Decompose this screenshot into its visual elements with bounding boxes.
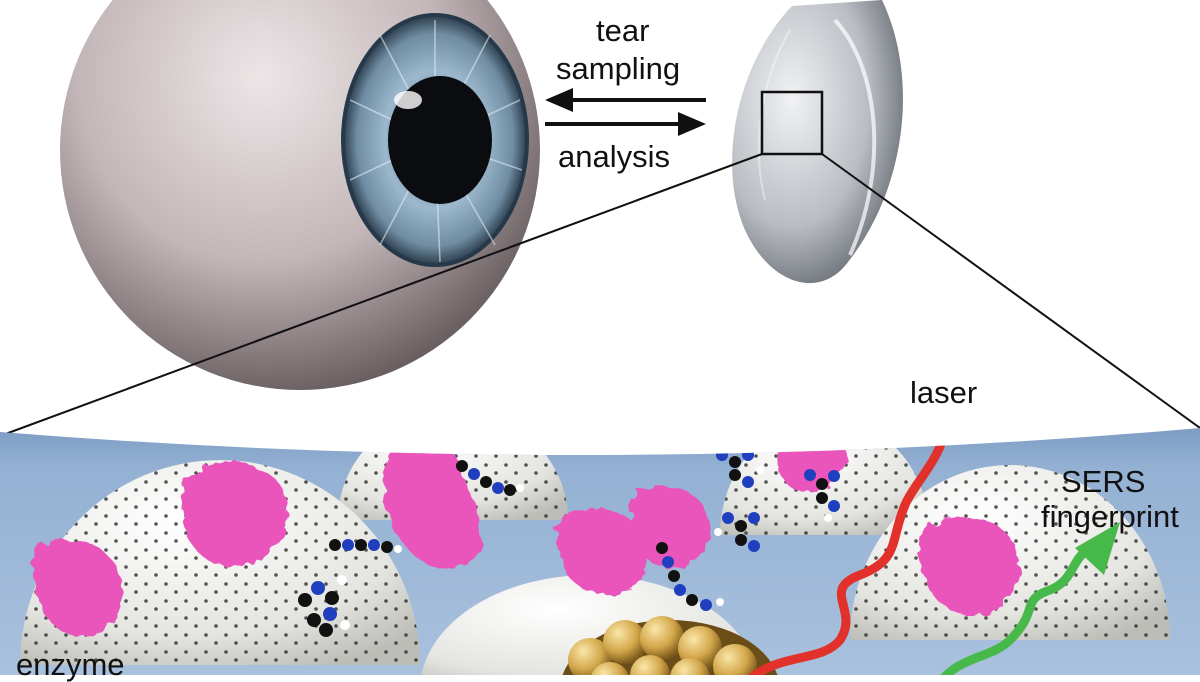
analyte-molecule xyxy=(456,460,524,496)
zoom-box xyxy=(760,90,824,156)
enzyme-molecule xyxy=(919,516,1020,615)
sampling-label: sampling xyxy=(556,51,681,86)
gold-nanoparticle-dome xyxy=(420,575,780,675)
sampling-arrow xyxy=(545,88,706,112)
magnified-surface xyxy=(0,428,1200,675)
analyte-molecule xyxy=(714,512,760,552)
analyte-molecule xyxy=(329,539,402,553)
analyte-molecule xyxy=(656,542,724,611)
tear-label: tear xyxy=(596,13,650,48)
enzyme-molecule xyxy=(556,508,649,595)
sers-label: SERS xyxy=(1061,464,1146,499)
enzyme-molecule xyxy=(630,486,710,569)
laser-beam xyxy=(735,428,949,675)
fingerprint-label: fingerprint xyxy=(1041,499,1179,534)
analyte-molecule xyxy=(804,469,840,522)
laser-label: laser xyxy=(910,375,978,410)
eyeball-icon xyxy=(60,0,540,390)
enzyme-label: enzyme xyxy=(16,647,125,682)
analysis-arrow xyxy=(545,112,706,136)
analysis-label: analysis xyxy=(558,139,670,174)
sers-arrowhead xyxy=(1075,522,1120,575)
enzyme-molecule xyxy=(32,538,123,637)
contact-lens-icon xyxy=(732,0,903,284)
zoom-line-left xyxy=(0,153,763,437)
enzyme-molecule xyxy=(385,438,481,569)
sers-signal xyxy=(930,543,1095,675)
analyte-molecule xyxy=(298,575,350,637)
zoom-line-right xyxy=(821,153,1200,429)
enzyme-molecule xyxy=(180,462,288,566)
